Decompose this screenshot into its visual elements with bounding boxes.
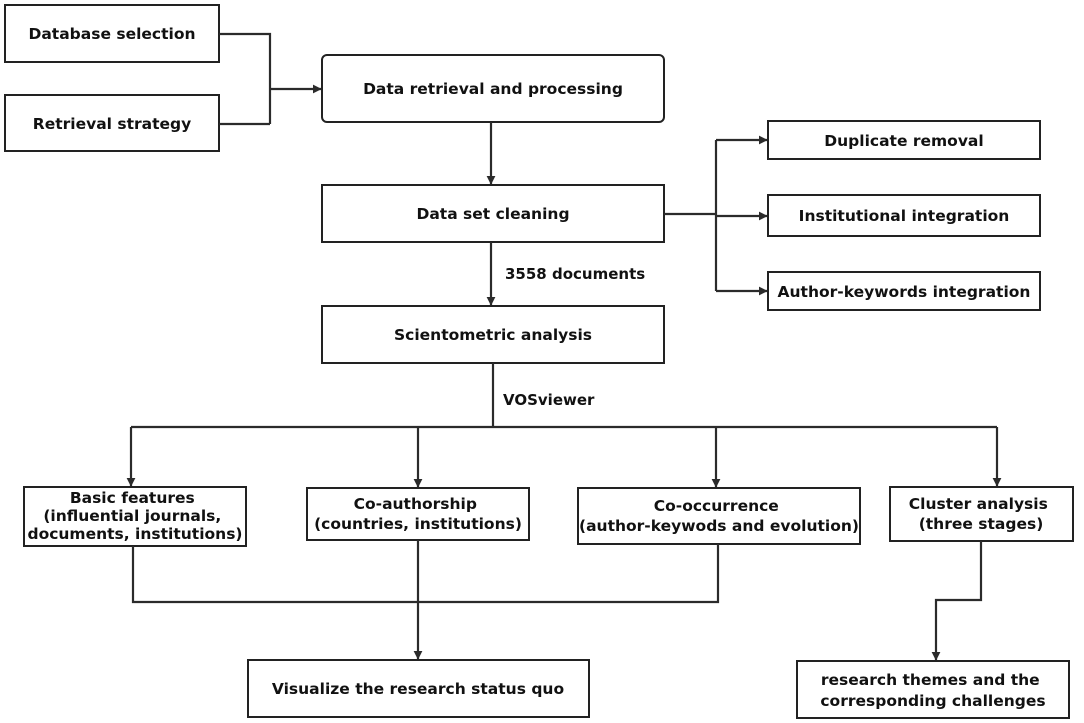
node-author-keywords-integration: Author-keywords integration [767,271,1041,311]
node-co-authorship-line: (countries, institutions) [314,515,522,533]
node-database-selection-line: Database selection [28,25,195,43]
node-scientometric-analysis: Scientometric analysis [321,305,665,364]
arrow-to-research-themes [931,541,983,661]
svg-text:Institutional integration: Institutional integration [799,207,1010,225]
svg-text:Scientometric analysis: Scientometric analysis [394,326,592,344]
connector-cleaning-branch [664,140,718,291]
node-cluster-analysis: Cluster analysis (three stages) [889,486,1074,542]
node-data-set-cleaning: Data set cleaning [321,184,665,243]
node-institutional-integration: Institutional integration [767,194,1041,237]
connector-features-merge [131,544,720,604]
node-co-authorship: Co-authorship (countries, institutions) [306,487,530,541]
node-basic-features-line: documents, institutions) [27,525,242,543]
node-data-retrieval: Data retrieval and processing [321,54,665,123]
node-database-selection: Database selection [4,4,220,63]
svg-text:Co-authorship (countries: Co-authorship (countries, institutions) [314,495,522,533]
edge-label-documents-count: 3558 documents [505,265,645,283]
edge-label-vosviewer: VOSviewer [503,391,595,409]
svg-text:Visualize the research status: Visualize the research status quo [272,680,564,698]
node-retrieval-strategy-line: Retrieval strategy [33,115,191,133]
node-scientometric-analysis-line: Scientometric analysis [394,326,592,344]
node-data-retrieval-line: Data retrieval and processing [363,80,623,98]
node-research-themes-line: research themes and the [821,671,1040,689]
node-basic-features: Basic features (influential journals, do… [23,486,247,547]
node-co-occurrence-line: Co-occurrence [654,497,779,515]
node-basic-features-line: Basic features [70,489,195,507]
node-visualize-status: Visualize the research status quo [247,659,590,718]
svg-text:Author-keywords integration: Author-keywords integration [778,283,1031,301]
node-co-authorship-line: Co-authorship [354,495,477,513]
node-co-occurrence-line: (author-keywods and evolution) [579,517,859,535]
node-duplicate-removal: Duplicate removal [767,120,1041,160]
svg-text:Duplicate removal: Duplicate removal [824,132,983,150]
node-author-keywords-integration-line: Author-keywords integration [778,283,1031,301]
svg-text:research themes and the: research themes and the corresponding ch… [820,671,1045,710]
node-retrieval-strategy: Retrieval strategy [4,94,220,152]
svg-text:Co-occurrence (author-ke: Co-occurrence (author-keywods and evolut… [579,497,859,535]
node-cluster-analysis-line: Cluster analysis [909,495,1048,513]
node-research-themes: research themes and the corresponding ch… [796,660,1070,719]
node-co-occurrence: Co-occurrence (author-keywods and evolut… [577,487,861,545]
connector-database-selection [219,32,272,124]
svg-text:Basic features (influent: Basic features (influential journals, do… [27,489,242,543]
svg-text:Data retrieval and processing: Data retrieval and processing [363,80,623,98]
node-duplicate-removal-line: Duplicate removal [824,132,983,150]
node-cluster-analysis-line: (three stages) [919,515,1044,533]
node-data-set-cleaning-line: Data set cleaning [416,205,569,223]
node-institutional-integration-line: Institutional integration [799,207,1010,225]
svg-text:Data set cleaning: Data set cleaning [416,205,569,223]
svg-text:Cluster analysis (three: Cluster analysis (three stages) [909,495,1053,533]
svg-text:Database selection: Database selection [28,25,195,43]
node-research-themes-line: corresponding challenges [820,692,1045,710]
node-basic-features-line: (influential journals, [43,507,221,525]
svg-text:Retrieval strategy: Retrieval strategy [33,115,191,133]
node-visualize-status-line: Visualize the research status quo [272,680,564,698]
